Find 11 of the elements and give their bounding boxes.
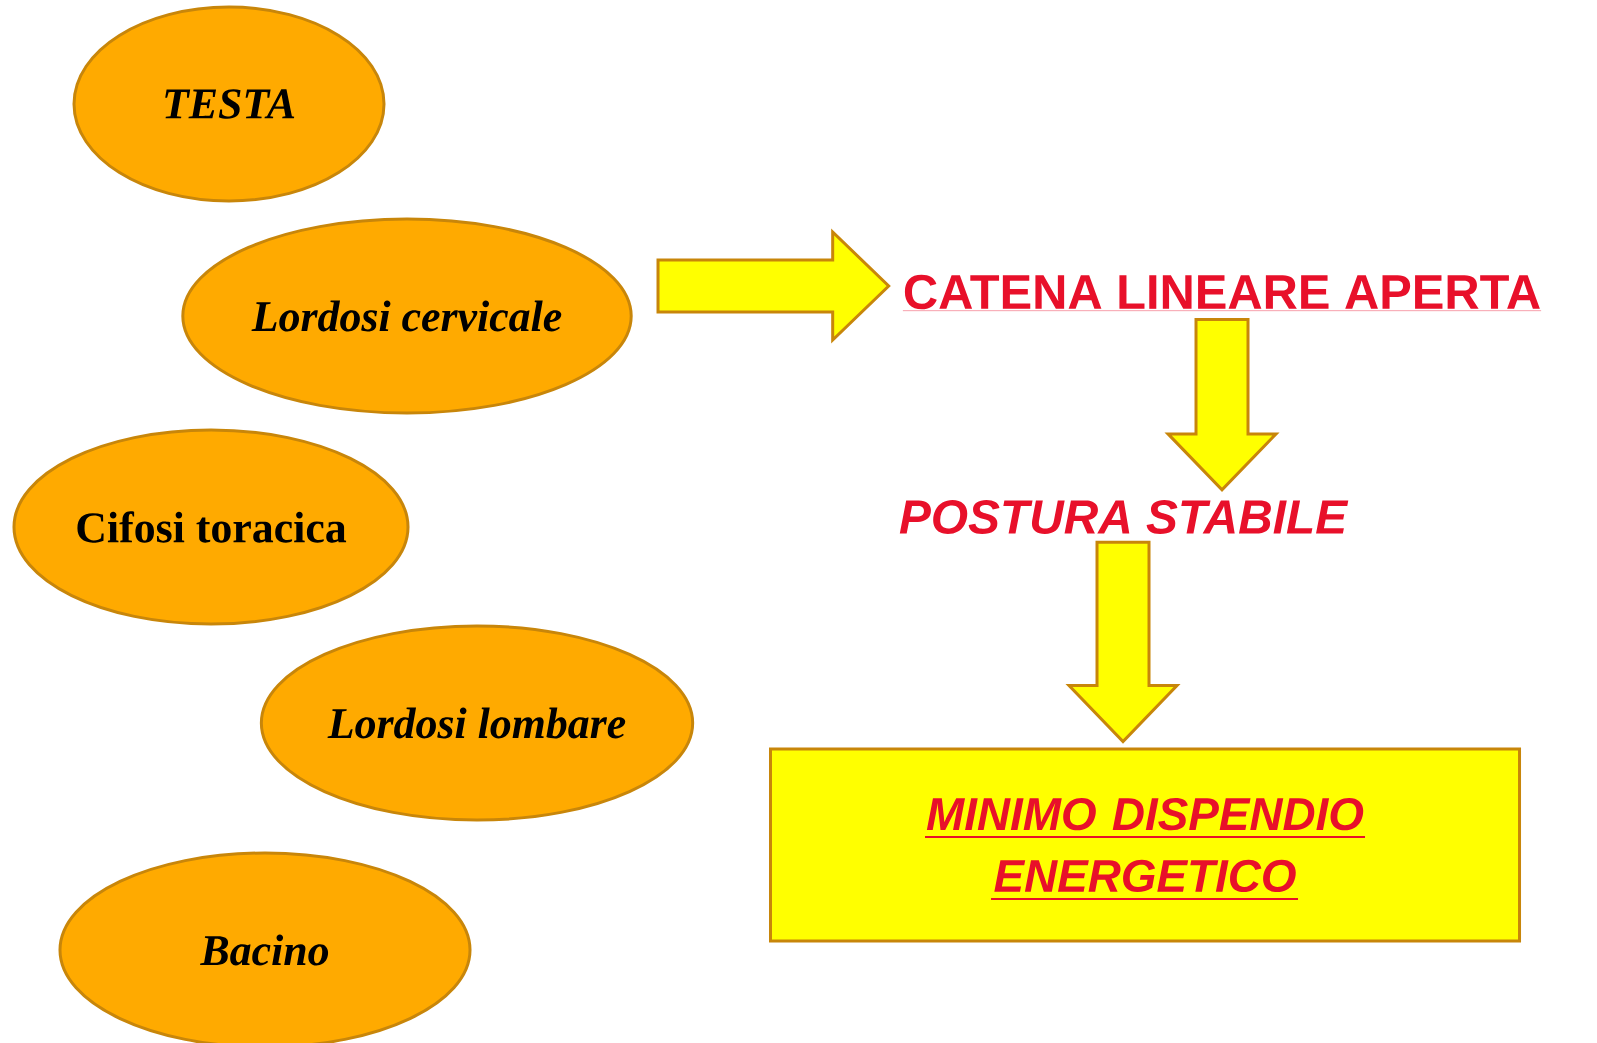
result-box: MINIMO DISPENDIO ENERGETICO — [769, 747, 1521, 943]
block-arrow — [1164, 318, 1280, 493]
oval-node: Bacino — [58, 851, 472, 1043]
heading-text: CATENA LINEARE APERTA — [902, 274, 1542, 311]
oval-node: Lordosi cervicale — [181, 217, 633, 415]
oval-node: Cifosi toracica — [12, 428, 410, 626]
heading-text: POSTURA STABILE — [899, 500, 1349, 534]
block-arrow — [656, 228, 891, 344]
block-arrow — [1065, 540, 1181, 744]
oval-node: Lordosi lombare — [259, 624, 695, 822]
oval-node: TESTA — [72, 5, 386, 203]
